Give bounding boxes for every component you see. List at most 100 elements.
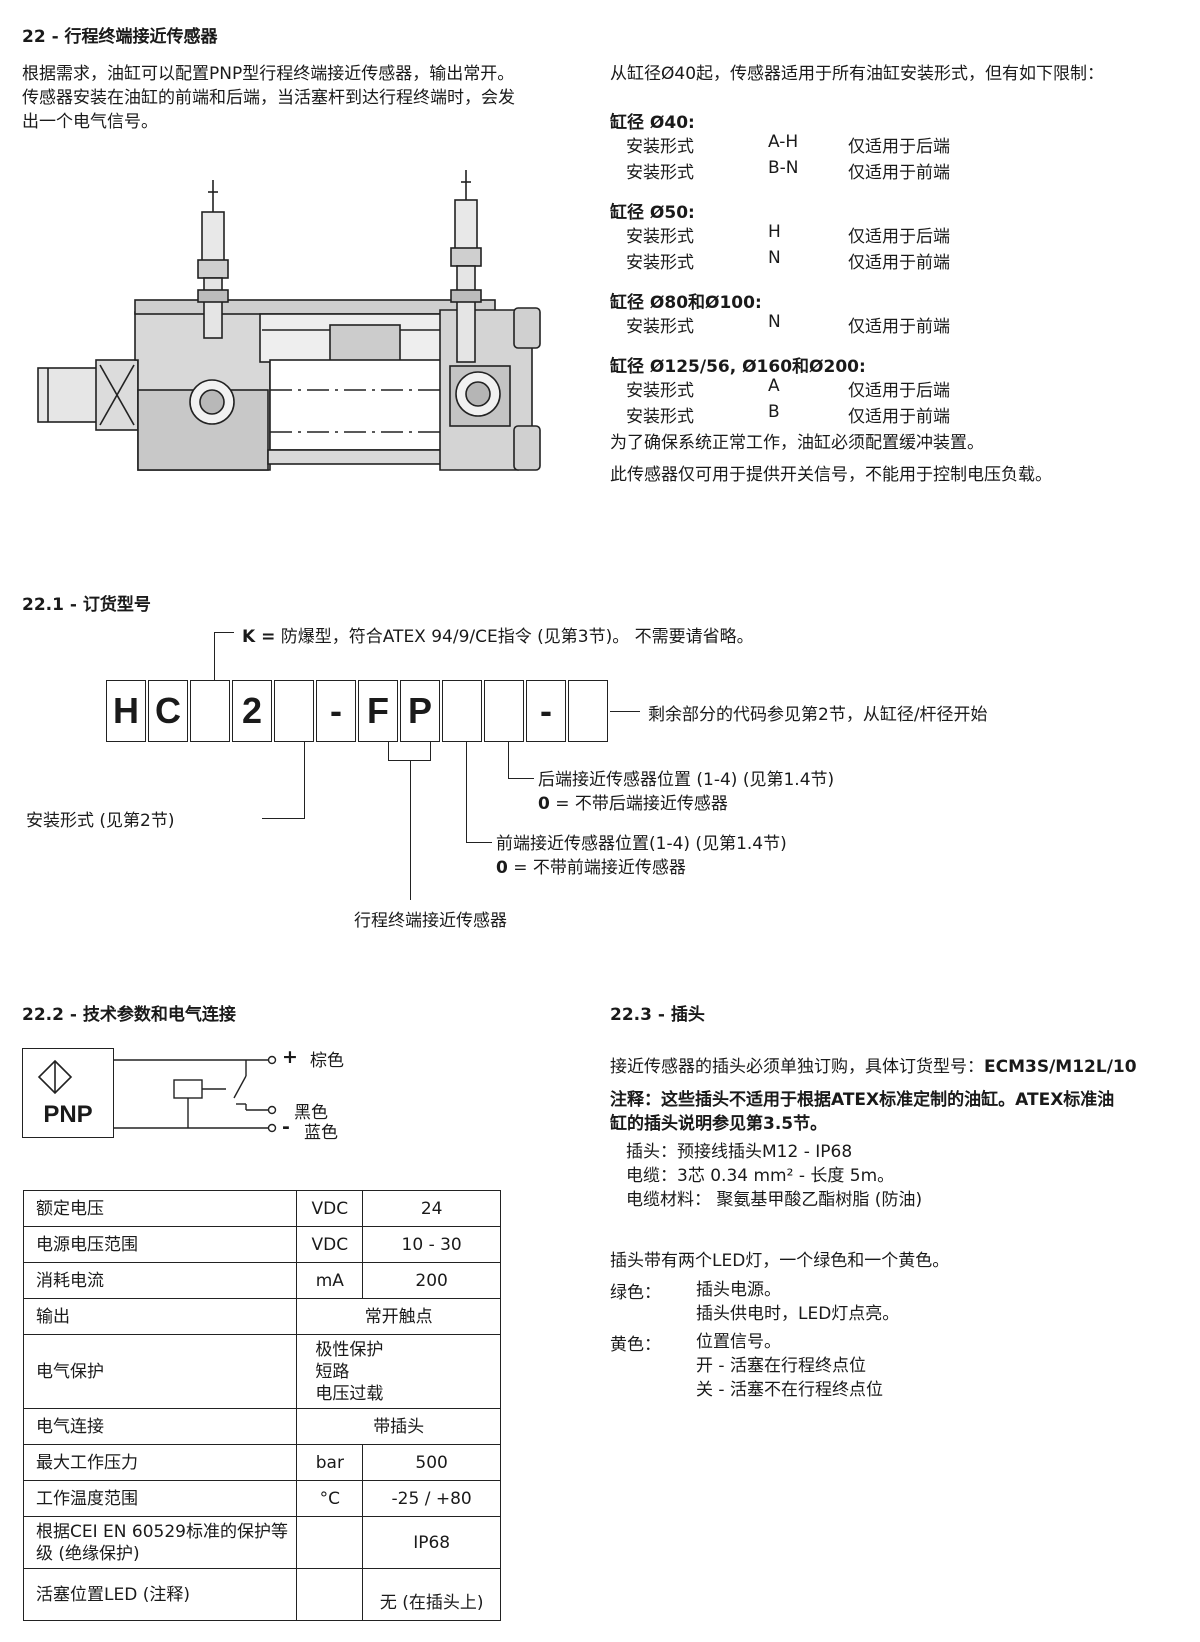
front-leader-line bbox=[466, 742, 467, 842]
table-row: 活塞位置LED (注释) 无 (在插头上) bbox=[22, 1568, 501, 1621]
code-cell: 2 bbox=[232, 680, 272, 742]
plug-spec-line: 插头：预接线插头M12 - IP68 bbox=[626, 1142, 853, 1162]
spec-value: 极性保护 短路 电压过载 bbox=[296, 1334, 501, 1409]
front-zero: 0 bbox=[496, 858, 508, 878]
led-intro: 插头带有两个LED灯，一个绿色和一个黄色。 bbox=[610, 1251, 950, 1271]
limit-code: N bbox=[768, 248, 781, 268]
spec-name: 根据CEI EN 60529标准的保护等 级 (绝缘保护) bbox=[22, 1516, 298, 1569]
code-cell: F bbox=[358, 680, 398, 742]
group-title: 缸径 Ø125/56, Ø160和Ø200: bbox=[610, 357, 866, 377]
k-leader-line bbox=[214, 632, 234, 633]
limit-label: 安装形式 bbox=[626, 137, 694, 157]
limit-label: 安装形式 bbox=[626, 381, 694, 401]
pnp-symbol-box: PNP bbox=[22, 1048, 114, 1138]
mount-leader-line bbox=[262, 818, 305, 819]
sensor-bracket-line bbox=[430, 742, 431, 760]
sensor-label: 行程终端接近传感器 bbox=[354, 911, 507, 931]
table-row: 电源电压范围 VDC 10 - 30 bbox=[22, 1226, 501, 1263]
atex-note-line: 注释：这些插头不适用于根据ATEX标准定制的油缸。ATEX标准油 bbox=[610, 1090, 1115, 1110]
rear-position-label: 后端接近传感器位置 (1-4) (见第1.4节) 0 = 不带后端接近传感器 bbox=[538, 768, 834, 816]
rear-leader-line bbox=[508, 778, 534, 779]
table-row: 额定电压 VDC 24 bbox=[22, 1190, 501, 1227]
spec-name: 工作温度范围 bbox=[22, 1480, 298, 1517]
protection-item: 电压过载 bbox=[315, 1383, 384, 1404]
limit-note: 仅适用于前端 bbox=[848, 163, 950, 183]
wire-blue-label: 蓝色 bbox=[304, 1123, 338, 1143]
order-code: H C 2 - F P - bbox=[106, 680, 626, 742]
section-22-3-title: 22.3 - 插头 bbox=[610, 1005, 705, 1025]
limit-code: N bbox=[768, 312, 781, 332]
wire-brown-label: 棕色 bbox=[310, 1051, 344, 1071]
yellow-led-line: 关 - 活塞不在行程终点位 bbox=[696, 1380, 883, 1400]
plug-specs: 插头：预接线插头M12 - IP68 电缆：3芯 0.34 mm² - 长度 5… bbox=[626, 1140, 922, 1212]
spec-name-line: 级 (绝缘保护) bbox=[36, 1543, 140, 1564]
wire-black-label: 黑色 bbox=[294, 1103, 328, 1123]
table-row: 最大工作压力 bar 500 bbox=[22, 1444, 501, 1481]
spec-value: IP68 bbox=[362, 1516, 501, 1569]
code-cell bbox=[442, 680, 482, 742]
spec-name: 电气连接 bbox=[22, 1408, 298, 1445]
spec-name: 消耗电流 bbox=[22, 1262, 298, 1299]
green-led-desc: 插头电源。 插头供电时，LED灯点亮。 bbox=[696, 1278, 899, 1326]
spec-unit: bar bbox=[296, 1444, 364, 1481]
mount-leader-line bbox=[304, 742, 305, 818]
green-led-line: 插头供电时，LED灯点亮。 bbox=[696, 1304, 900, 1324]
limit-label: 安装形式 bbox=[626, 163, 694, 183]
limit-code: B-N bbox=[768, 158, 799, 178]
intro-line: 出一个电气信号。 bbox=[22, 112, 158, 132]
spec-unit bbox=[296, 1516, 364, 1569]
spec-value: -25 / +80 bbox=[362, 1480, 501, 1517]
intro-line: 根据需求，油缸可以配置PNP型行程终端接近传感器，输出常开。 bbox=[22, 64, 515, 84]
rear-zero-text: = 不带后端接近传感器 bbox=[549, 794, 728, 814]
k-option-code: K = bbox=[242, 627, 276, 647]
table-row: 消耗电流 mA 200 bbox=[22, 1262, 501, 1299]
code-cell bbox=[274, 680, 314, 742]
front-position-line: 前端接近传感器位置(1-4) (见第1.4节) bbox=[496, 834, 787, 854]
spec-value: 24 bbox=[362, 1190, 501, 1227]
front-position-label: 前端接近传感器位置(1-4) (见第1.4节) 0 = 不带前端接近传感器 bbox=[496, 832, 787, 880]
pnp-label: PNP bbox=[43, 1101, 93, 1128]
front-position-line: 0 = 不带前端接近传感器 bbox=[496, 856, 787, 880]
plug-order-line: 接近传感器的插头必须单独订购，具体订货型号：ECM3S/M12L/10 bbox=[610, 1052, 1137, 1077]
code-cell bbox=[484, 680, 524, 742]
plug-order-code: ECM3S/M12L/10 bbox=[984, 1057, 1137, 1077]
plug-order-text: 接近传感器的插头必须单独订购，具体订货型号： bbox=[610, 1057, 984, 1077]
spec-unit: °C bbox=[296, 1480, 364, 1517]
rear-position-line: 后端接近传感器位置 (1-4) (见第1.4节) bbox=[538, 770, 835, 790]
plug-spec-line: 电缆：3芯 0.34 mm² - 长度 5m。 bbox=[626, 1166, 895, 1186]
spec-table: 额定电压 VDC 24 电源电压范围 VDC 10 - 30 消耗电流 mA 2… bbox=[22, 1190, 501, 1621]
remain-leader-line bbox=[610, 711, 640, 712]
limit-note: 仅适用于前端 bbox=[848, 317, 950, 337]
table-row: 根据CEI EN 60529标准的保护等 级 (绝缘保护) IP68 bbox=[22, 1516, 501, 1569]
group-title: 缸径 Ø50: bbox=[610, 203, 695, 223]
code-cell: P bbox=[400, 680, 440, 742]
spec-value: 200 bbox=[362, 1262, 501, 1299]
mount-label: 安装形式 (见第2节) bbox=[26, 811, 175, 831]
atex-note: 注释：这些插头不适用于根据ATEX标准定制的油缸。ATEX标准油 缸的插头说明参… bbox=[610, 1088, 1114, 1136]
yellow-led-line: 位置信号。 bbox=[696, 1332, 781, 1352]
proximity-sensor-icon bbox=[37, 1059, 73, 1095]
section-22-intro: 根据需求，油缸可以配置PNP型行程终端接近传感器，输出常开。 传感器安装在油缸的… bbox=[22, 62, 515, 134]
rear-leader-line bbox=[508, 742, 509, 778]
code-cell: H bbox=[106, 680, 146, 742]
spec-name: 输出 bbox=[22, 1298, 298, 1335]
front-zero-text: = 不带前端接近传感器 bbox=[507, 858, 686, 878]
spec-value: 带插头 bbox=[296, 1408, 501, 1445]
limit-note: 仅适用于前端 bbox=[848, 253, 950, 273]
spec-value: 500 bbox=[362, 1444, 501, 1481]
green-led-label: 绿色： bbox=[610, 1283, 661, 1303]
section-22-title: 22 - 行程终端接近传感器 bbox=[22, 27, 218, 47]
spec-name: 最大工作压力 bbox=[22, 1444, 298, 1481]
intro-line: 传感器安装在油缸的前端和后端，当活塞杆到达行程终端时，会发 bbox=[22, 88, 515, 108]
wire-plus-sign: + bbox=[282, 1046, 298, 1068]
code-cell bbox=[568, 680, 608, 742]
table-row: 工作温度范围 °C -25 / +80 bbox=[22, 1480, 501, 1517]
cylinder-sensor-drawing bbox=[37, 170, 541, 471]
wire-minus-sign: - bbox=[282, 1116, 290, 1138]
k-option-text: 防爆型，符合ATEX 94/9/CE指令 (见第3节)。 不需要请省略。 bbox=[275, 627, 754, 647]
spec-value: 常开触点 bbox=[296, 1298, 501, 1335]
limit-label: 安装形式 bbox=[626, 253, 694, 273]
cushion-note: 为了确保系统正常工作，油缸必须配置缓冲装置。 bbox=[610, 433, 984, 453]
rear-position-line: 0 = 不带后端接近传感器 bbox=[538, 792, 834, 816]
k-option: K = 防爆型，符合ATEX 94/9/CE指令 (见第3节)。 不需要请省略。 bbox=[242, 622, 754, 647]
